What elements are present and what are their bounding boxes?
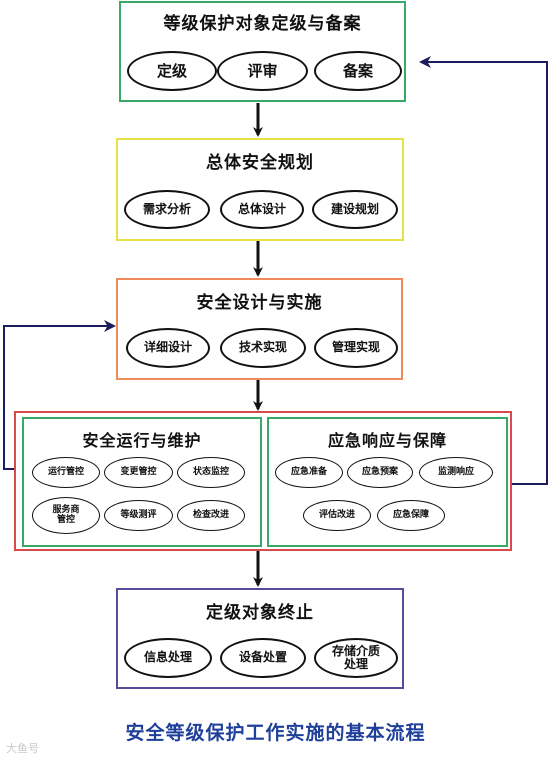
stage-title: 总体安全规划 (206, 153, 314, 173)
oval-label-line: 服务商 (52, 504, 80, 515)
oval-grading: 定级 (127, 51, 217, 91)
oval-emergency-assurance: 应急保障 (377, 500, 445, 531)
oval-emergency-plan: 应急预案 (347, 457, 413, 488)
oval-filing: 备案 (314, 51, 402, 91)
stage-design-implementation: 安全设计与实施 详细设计 技术实现 管理实现 (116, 278, 403, 380)
oval-provider-control: 服务商 管控 (32, 497, 100, 534)
oval-storage-media-processing: 存储介质 处理 (314, 638, 398, 678)
oval-grade-assessment: 等级测评 (104, 500, 173, 531)
oval-label-line: 存储介质 (331, 643, 380, 658)
panel-emergency-response: 应急响应与保障 应急准备 应急预案 监测响应 评估改进 应急保障 (267, 417, 508, 547)
oval-review: 评审 (217, 51, 308, 91)
stage-operation-emergency: 安全运行与维护 运行管控 变更管控 状态监控 服务商 管控 等级测评 检查改进 … (14, 411, 512, 551)
oval-equipment-disposal: 设备处置 (220, 638, 306, 678)
stage-grading-filing: 等级保护对象定级与备案 定级 评审 备案 (119, 1, 406, 102)
stage-title: 等级保护对象定级与备案 (163, 14, 362, 34)
oval-operation-control: 运行管控 (32, 457, 100, 488)
stage-title: 安全设计与实施 (196, 293, 323, 313)
stage-object-termination: 定级对象终止 信息处理 设备处置 存储介质 处理 (116, 588, 404, 689)
oval-monitoring-response: 监测响应 (419, 457, 493, 488)
oval-construction-planning: 建设规划 (312, 190, 398, 229)
oval-management-implementation: 管理实现 (314, 328, 398, 368)
panel-title: 安全运行与维护 (82, 431, 202, 450)
panel-title: 应急响应与保障 (327, 431, 447, 450)
diagram-caption: 安全等级保护工作实施的基本流程 (125, 722, 426, 744)
stage-title: 定级对象终止 (206, 603, 314, 623)
oval-label-line: 处理 (343, 657, 368, 671)
oval-overall-design: 总体设计 (220, 190, 304, 229)
oval-technical-implementation: 技术实现 (220, 328, 306, 368)
panel-operation-maintenance: 安全运行与维护 运行管控 变更管控 状态监控 服务商 管控 等级测评 检查改进 (22, 417, 262, 547)
feedback-arrow-left (3, 320, 116, 470)
oval-inspection-improvement: 检查改进 (177, 500, 245, 531)
oval-information-processing: 信息处理 (124, 638, 212, 678)
stage-overall-planning: 总体安全规划 需求分析 总体设计 建设规划 (116, 138, 404, 241)
oval-requirement-analysis: 需求分析 (124, 190, 210, 229)
oval-label-line: 管控 (56, 514, 75, 525)
watermark: 大鱼号 (6, 742, 39, 755)
feedback-arrow-right (419, 56, 548, 485)
oval-change-control: 变更管控 (104, 457, 173, 488)
oval-detailed-design: 详细设计 (126, 328, 210, 368)
oval-emergency-preparation: 应急准备 (275, 457, 343, 488)
oval-status-monitoring: 状态监控 (177, 457, 245, 488)
oval-evaluation-improvement: 评估改进 (303, 500, 371, 531)
